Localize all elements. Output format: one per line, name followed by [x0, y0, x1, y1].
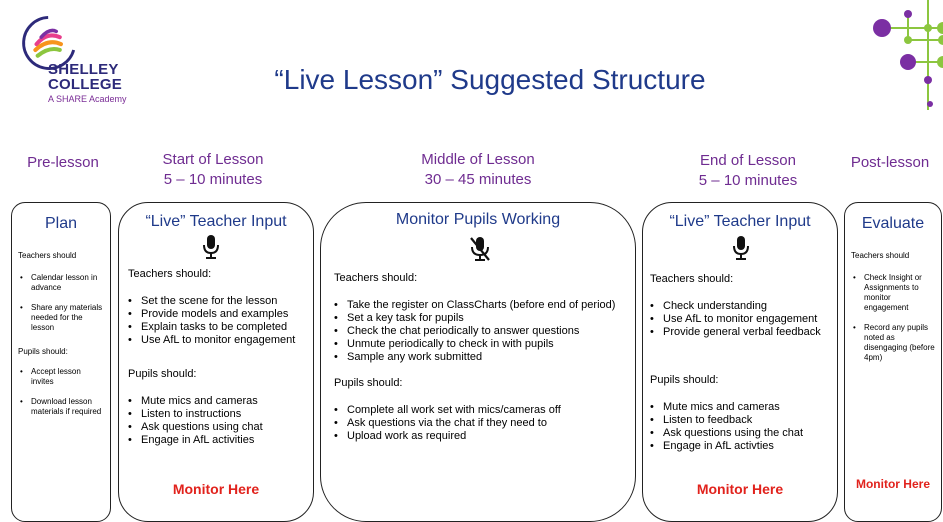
phase-label: Pre-lesson [27, 154, 99, 171]
microphone-icon [733, 236, 749, 260]
middle-teachers-heading: Teachers should: [334, 272, 418, 284]
end-pupils-heading: Pupils should: [650, 374, 719, 386]
plan-panel: Plan Teachers should Calendar lesson in … [11, 202, 111, 522]
logo-text-college: COLLEGE [48, 76, 122, 93]
list-item: Sample any work submitted [334, 351, 632, 364]
plan-teachers-heading: Teachers should [18, 251, 77, 260]
page-title: “Live Lesson” Suggested Structure [274, 64, 706, 95]
list-item: Ask questions via the chat if they need … [334, 417, 632, 430]
list-item: Use AfL to monitor engagement [128, 334, 312, 347]
list-item: Explain tasks to be completed [128, 321, 312, 334]
microphone-icon [203, 235, 219, 259]
list-item: Mute mics and cameras [128, 395, 312, 408]
start-pupils-heading: Pupils should: [128, 368, 197, 380]
evaluate-teachers-list: Check Insight or Assignments to monitor … [851, 273, 935, 363]
list-item: Ask questions using chat [128, 421, 312, 434]
plan-teachers-list: Calendar lesson in advance Share any mat… [18, 273, 104, 333]
logo-text-shelley: SHELLEY [48, 61, 119, 78]
list-item: Complete all work set with mics/cameras … [334, 404, 632, 417]
phase-label: End of Lesson [700, 152, 796, 169]
evaluate-teachers-heading: Teachers should [851, 251, 910, 260]
start-panel-title: “Live” Teacher Input [145, 213, 287, 230]
start-teachers-list: Set the scene for the lesson Provide mod… [128, 295, 312, 347]
logo-emblem-icon [22, 16, 76, 70]
list-item: Share any materials needed for the lesso… [18, 303, 104, 333]
list-item: Engage in AfL activties [650, 440, 836, 453]
end-teachers-heading: Teachers should: [650, 273, 734, 285]
middle-panel: Monitor Pupils Working Teachers should: … [320, 202, 636, 522]
list-item: Provide general verbal feedback [650, 326, 836, 339]
phase-duration: 5 – 10 minutes [698, 172, 798, 189]
monitor-here-label: Monitor Here [855, 477, 930, 491]
phase-pre-lesson: Pre-lesson [0, 153, 126, 173]
list-item: Use AfL to monitor engagement [650, 313, 836, 326]
microphone-off-icon [470, 237, 490, 261]
middle-pupils-heading: Pupils should: [334, 377, 403, 389]
end-pupils-list: Mute mics and cameras Listen to feedback… [650, 401, 836, 453]
list-item: Mute mics and cameras [650, 401, 836, 414]
evaluate-title: Evaluate [861, 215, 925, 232]
list-item: Provide models and examples [128, 308, 312, 321]
phase-duration: 30 – 45 minutes [424, 171, 532, 188]
college-logo: SHELLEY COLLEGE A SHARE Academy [18, 14, 158, 109]
list-item: Upload work as required [334, 430, 632, 443]
start-panel: “Live” Teacher Input Teachers should: Se… [118, 202, 314, 522]
middle-panel-title: Monitor Pupils Working [395, 211, 561, 228]
list-item: Calendar lesson in advance [18, 273, 104, 293]
plan-pupils-list: Accept lesson invites Download lesson ma… [18, 367, 104, 417]
phase-label: Start of Lesson [162, 151, 264, 168]
evaluate-panel: Evaluate Teachers should Check Insight o… [844, 202, 942, 522]
end-panel: “Live” Teacher Input Teachers should: Ch… [642, 202, 838, 522]
decorative-dots-icon [873, 0, 943, 110]
logo-text-academy: A SHARE Academy [48, 94, 127, 104]
list-item: Check Insight or Assignments to monitor … [851, 273, 935, 313]
list-item: Unmute periodically to check in with pup… [334, 338, 632, 351]
monitor-here-label: Monitor Here [696, 481, 784, 497]
start-pupils-list: Mute mics and cameras Listen to instruct… [128, 395, 312, 447]
start-teachers-heading: Teachers should: [128, 268, 212, 280]
plan-pupils-heading: Pupils should: [18, 347, 68, 356]
monitor-here-label: Monitor Here [172, 481, 260, 497]
phase-duration: 5 – 10 minutes [163, 171, 263, 188]
list-item: Ask questions using the chat [650, 427, 836, 440]
list-item: Accept lesson invites [18, 367, 104, 387]
middle-pupils-list: Complete all work set with mics/cameras … [334, 404, 632, 443]
list-item: Set a key task for pupils [334, 312, 632, 325]
phase-middle-of-lesson: Middle of Lesson 30 – 45 minutes [378, 150, 578, 190]
end-teachers-list: Check understanding Use AfL to monitor e… [650, 300, 836, 339]
list-item: Take the register on ClassCharts (before… [334, 299, 632, 312]
list-item: Listen to feedback [650, 414, 836, 427]
phase-post-lesson: Post-lesson [842, 153, 938, 173]
phase-label: Middle of Lesson [421, 151, 535, 168]
list-item: Record any pupils noted as disengaging (… [851, 323, 935, 363]
middle-teachers-list: Take the register on ClassCharts (before… [334, 299, 632, 364]
phase-start-of-lesson: Start of Lesson 5 – 10 minutes [128, 150, 298, 190]
list-item: Set the scene for the lesson [128, 295, 312, 308]
plan-title: Plan [44, 215, 78, 232]
list-item: Listen to instructions [128, 408, 312, 421]
list-item: Check the chat periodically to answer qu… [334, 325, 632, 338]
list-item: Engage in AfL activities [128, 434, 312, 447]
phase-end-of-lesson: End of Lesson 5 – 10 minutes [663, 151, 833, 191]
list-item: Check understanding [650, 300, 836, 313]
end-panel-title: “Live” Teacher Input [669, 213, 811, 230]
list-item: Download lesson materials if required [18, 397, 104, 417]
phase-label: Post-lesson [850, 154, 930, 171]
